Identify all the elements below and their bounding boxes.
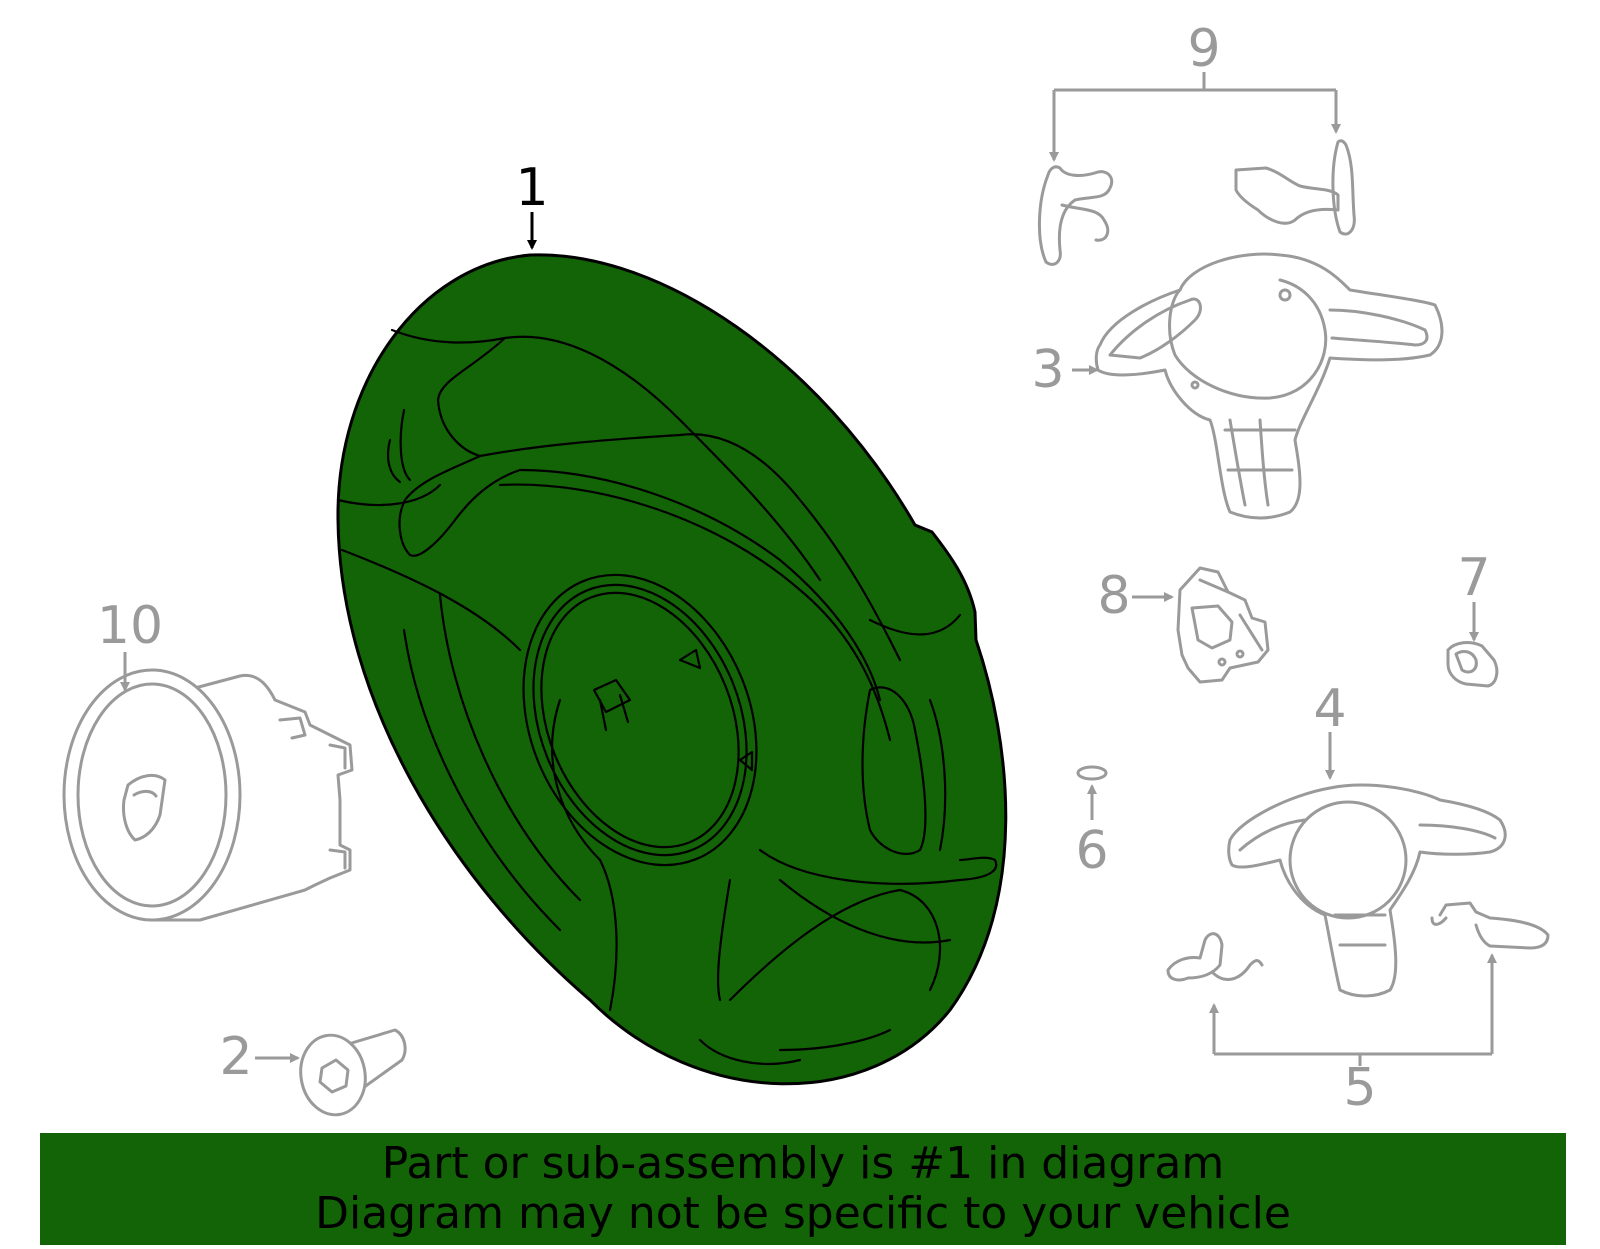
clip-part-7[interactable]: [1446, 641, 1499, 688]
callout-5: 5: [1343, 1058, 1376, 1118]
callout-6: 6: [1075, 821, 1108, 881]
airbag-module-part-10[interactable]: [62, 668, 354, 922]
callout-8: 8: [1097, 566, 1130, 626]
callout-10: 10: [97, 596, 163, 656]
banner-line-1: Part or sub-assembly is #1 in diagram: [381, 1138, 1225, 1189]
banner-line-2: Diagram may not be specific to your vehi…: [315, 1188, 1291, 1239]
paddle-shifters-part-9[interactable]: [1038, 139, 1356, 266]
trim-cover-part-4[interactable]: [1227, 783, 1507, 998]
bolt-part-2[interactable]: [295, 1028, 407, 1120]
screw-part-6[interactable]: [1076, 765, 1108, 781]
steering-wheel-body: [336, 253, 1008, 1086]
callout-9: 9: [1187, 19, 1220, 79]
callout-3: 3: [1031, 340, 1064, 400]
switches-part-5[interactable]: [1166, 901, 1550, 982]
trim-cover-part-3[interactable]: [1094, 252, 1444, 520]
callout-1: 1: [515, 158, 548, 218]
bracket-part-8[interactable]: [1176, 566, 1270, 684]
info-banner: Part or sub-assembly is #1 in diagram Di…: [40, 1133, 1566, 1245]
callout-7: 7: [1457, 548, 1490, 608]
steering-wheel-part-1[interactable]: [336, 253, 1008, 1086]
callout-4: 4: [1313, 679, 1346, 739]
callout-2: 2: [219, 1027, 252, 1087]
